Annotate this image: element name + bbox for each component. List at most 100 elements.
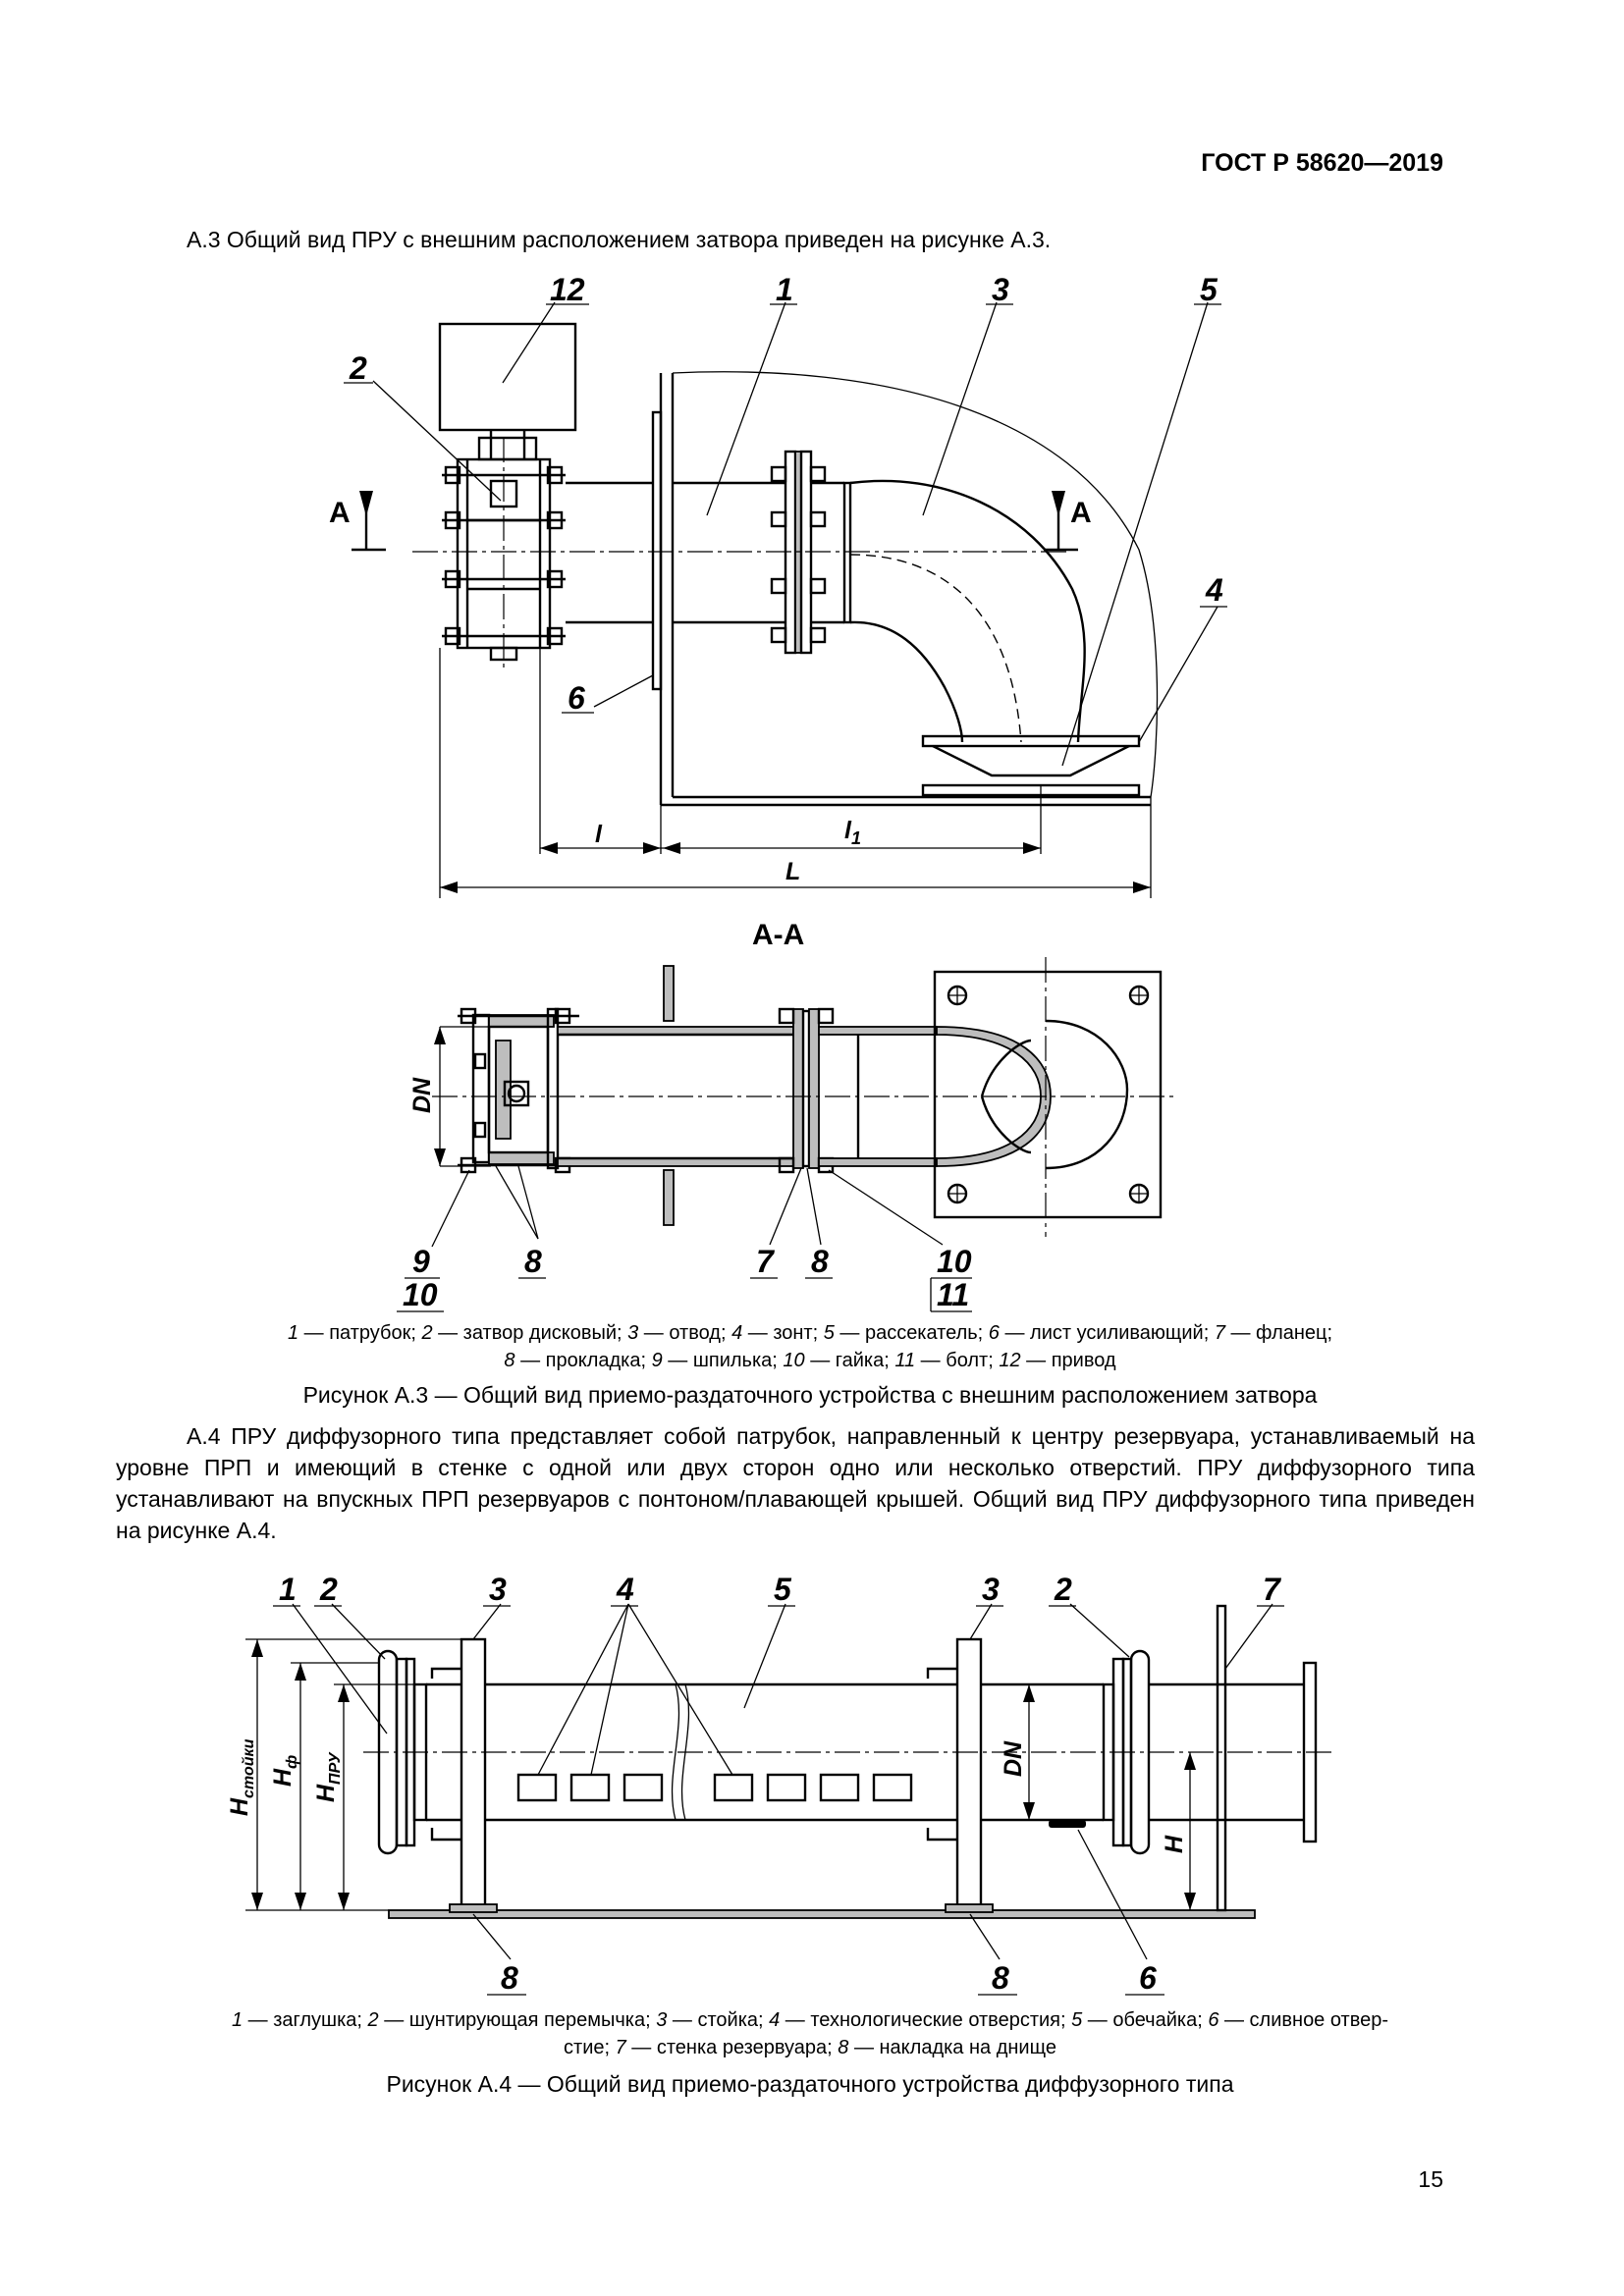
svg-text:10: 10 bbox=[937, 1244, 972, 1279]
paragraph-a3: А.3 Общий вид ПРУ с внешним расположение… bbox=[187, 227, 1052, 252]
legend-number: 1 bbox=[231, 2009, 244, 2031]
figure-a3-callouts: 12 1 3 5 2 4 6 bbox=[344, 272, 1227, 716]
legend-number: 4 bbox=[731, 1322, 743, 1344]
page-number: 15 bbox=[1418, 2166, 1443, 2192]
legend-number: 7 bbox=[615, 2037, 626, 2058]
dim-L: L bbox=[785, 858, 800, 885]
legend-number: 6 bbox=[988, 1322, 1000, 1344]
dim-h-pru: HПРУ bbox=[312, 1751, 344, 1802]
svg-text:1: 1 bbox=[279, 1572, 297, 1607]
legend-number: 11 bbox=[894, 1350, 916, 1371]
section-dim-dn: DN bbox=[408, 1077, 436, 1113]
figure-a3-caption: Рисунок А.3 — Общий вид приемо-раздаточн… bbox=[302, 1382, 1318, 1408]
paragraph-a4: А.4 ПРУ диффузорного типа представляет с… bbox=[116, 1423, 1475, 1543]
section-marker-right: А bbox=[1070, 497, 1092, 529]
legend-text: — рассекатель; bbox=[834, 1322, 989, 1344]
legend-number: 8 bbox=[504, 1350, 515, 1371]
svg-text:3: 3 bbox=[489, 1572, 507, 1607]
svg-text:3: 3 bbox=[982, 1572, 1000, 1607]
svg-text:4: 4 bbox=[1205, 572, 1223, 608]
document-code: ГОСТ Р 58620—2019 bbox=[1201, 149, 1443, 177]
svg-text:6: 6 bbox=[1139, 1960, 1157, 1996]
svg-text:8: 8 bbox=[524, 1244, 542, 1279]
svg-text:2: 2 bbox=[349, 350, 367, 386]
svg-text:4: 4 bbox=[616, 1572, 634, 1607]
legend-text: — гайка; bbox=[804, 1350, 895, 1371]
legend-number: 7 bbox=[1214, 1322, 1225, 1344]
legend-number: 1 bbox=[287, 1322, 299, 1344]
svg-text:11: 11 bbox=[937, 1277, 969, 1312]
svg-text:8: 8 bbox=[501, 1960, 518, 1996]
dim-l1: l1 bbox=[844, 817, 861, 848]
section-marker-left: А bbox=[329, 497, 351, 529]
dim-h-stand: Hстойки bbox=[226, 1738, 257, 1816]
drain-hole bbox=[1049, 1820, 1086, 1828]
stand-right bbox=[955, 1637, 983, 1912]
tank-bottom bbox=[388, 1909, 1256, 1919]
legend-number: 5 bbox=[823, 1322, 835, 1344]
legend-text: — накладка на днище bbox=[848, 2037, 1056, 2058]
legend-text: — сливное отвер- bbox=[1218, 2009, 1389, 2031]
legend-text: — отвод; bbox=[638, 1322, 732, 1344]
svg-text:9: 9 bbox=[412, 1244, 430, 1279]
figure-a3-legend: 1 — патрубок; 2 — затвор дисковый; 3 — о… bbox=[118, 1319, 1502, 1374]
legend-text: — болт; bbox=[915, 1350, 1000, 1371]
valve-bolts bbox=[442, 465, 566, 646]
actuator-box bbox=[438, 322, 577, 432]
dim-h-f: Hф bbox=[269, 1755, 300, 1787]
legend-text: — шунтирующая перемычка; bbox=[378, 2009, 657, 2031]
legend-number: 6 bbox=[1208, 2009, 1219, 2031]
legend-text: — фланец; bbox=[1224, 1322, 1333, 1344]
legend-text: — стойка; bbox=[667, 2009, 770, 2031]
legend-text: — технологические отверстия; bbox=[780, 2009, 1072, 2031]
legend-number: 8 bbox=[838, 2037, 849, 2058]
legend-number: 2 bbox=[367, 2009, 379, 2031]
legend-number: 12 bbox=[999, 1350, 1021, 1371]
figure-a4-caption: Рисунок А.4 — Общий вид приемо-раздаточн… bbox=[386, 2071, 1234, 2097]
figure-a4-legend: 1 — заглушка; 2 — шунтирующая перемычка;… bbox=[108, 2006, 1512, 2061]
figure-a4-callouts: 1 2 3 4 5 3 2 7 8 8 6 bbox=[273, 1572, 1284, 1996]
elbow-inner bbox=[849, 620, 964, 743]
legend-text: — заглушка; bbox=[243, 2009, 368, 2031]
section-title: А-А bbox=[752, 919, 804, 951]
svg-text:2: 2 bbox=[1054, 1572, 1072, 1607]
legend-text: — затвор дисковый; bbox=[432, 1322, 628, 1344]
legend-number: 10 bbox=[783, 1350, 805, 1371]
svg-text:3: 3 bbox=[992, 272, 1009, 307]
technological-holes bbox=[516, 1773, 913, 1802]
legend-number: 4 bbox=[769, 2009, 781, 2031]
dim-h: H bbox=[1161, 1835, 1188, 1853]
svg-text:5: 5 bbox=[1200, 272, 1218, 307]
svg-text:1: 1 bbox=[776, 272, 793, 307]
svg-text:7: 7 bbox=[756, 1244, 776, 1279]
legend-text: — привод bbox=[1020, 1350, 1116, 1371]
legend-number: 2 bbox=[421, 1322, 433, 1344]
legend-number: 9 bbox=[651, 1350, 663, 1371]
legend-text: — патрубок; bbox=[298, 1322, 422, 1344]
tank-wall bbox=[1216, 1604, 1227, 1912]
legend-text: — шпилька; bbox=[662, 1350, 784, 1371]
svg-text:6: 6 bbox=[568, 680, 585, 716]
section-callouts: 9 10 8 7 8 10 11 bbox=[397, 1244, 972, 1312]
legend-text: — обечайка; bbox=[1082, 2009, 1209, 2031]
svg-text:5: 5 bbox=[774, 1572, 792, 1607]
stand-left bbox=[460, 1637, 487, 1912]
legend-text: — зонт; bbox=[742, 1322, 824, 1344]
svg-text:10: 10 bbox=[403, 1277, 438, 1312]
svg-text:7: 7 bbox=[1263, 1572, 1282, 1607]
legend-text: — прокладка; bbox=[514, 1350, 652, 1371]
legend-number: 3 bbox=[656, 2009, 668, 2031]
pipe-flange-bolts bbox=[770, 465, 827, 644]
legend-text: — стенка резервуара; bbox=[625, 2037, 839, 2058]
elbow-outer bbox=[849, 479, 1086, 743]
legend-number: 3 bbox=[627, 1322, 639, 1344]
legend-text: стие; bbox=[564, 2037, 616, 2058]
svg-text:2: 2 bbox=[319, 1572, 338, 1607]
legend-number: 5 bbox=[1071, 2009, 1083, 2031]
dim-l: l bbox=[595, 821, 603, 848]
dim-dn: DN bbox=[1000, 1740, 1027, 1777]
svg-text:12: 12 bbox=[550, 272, 585, 307]
